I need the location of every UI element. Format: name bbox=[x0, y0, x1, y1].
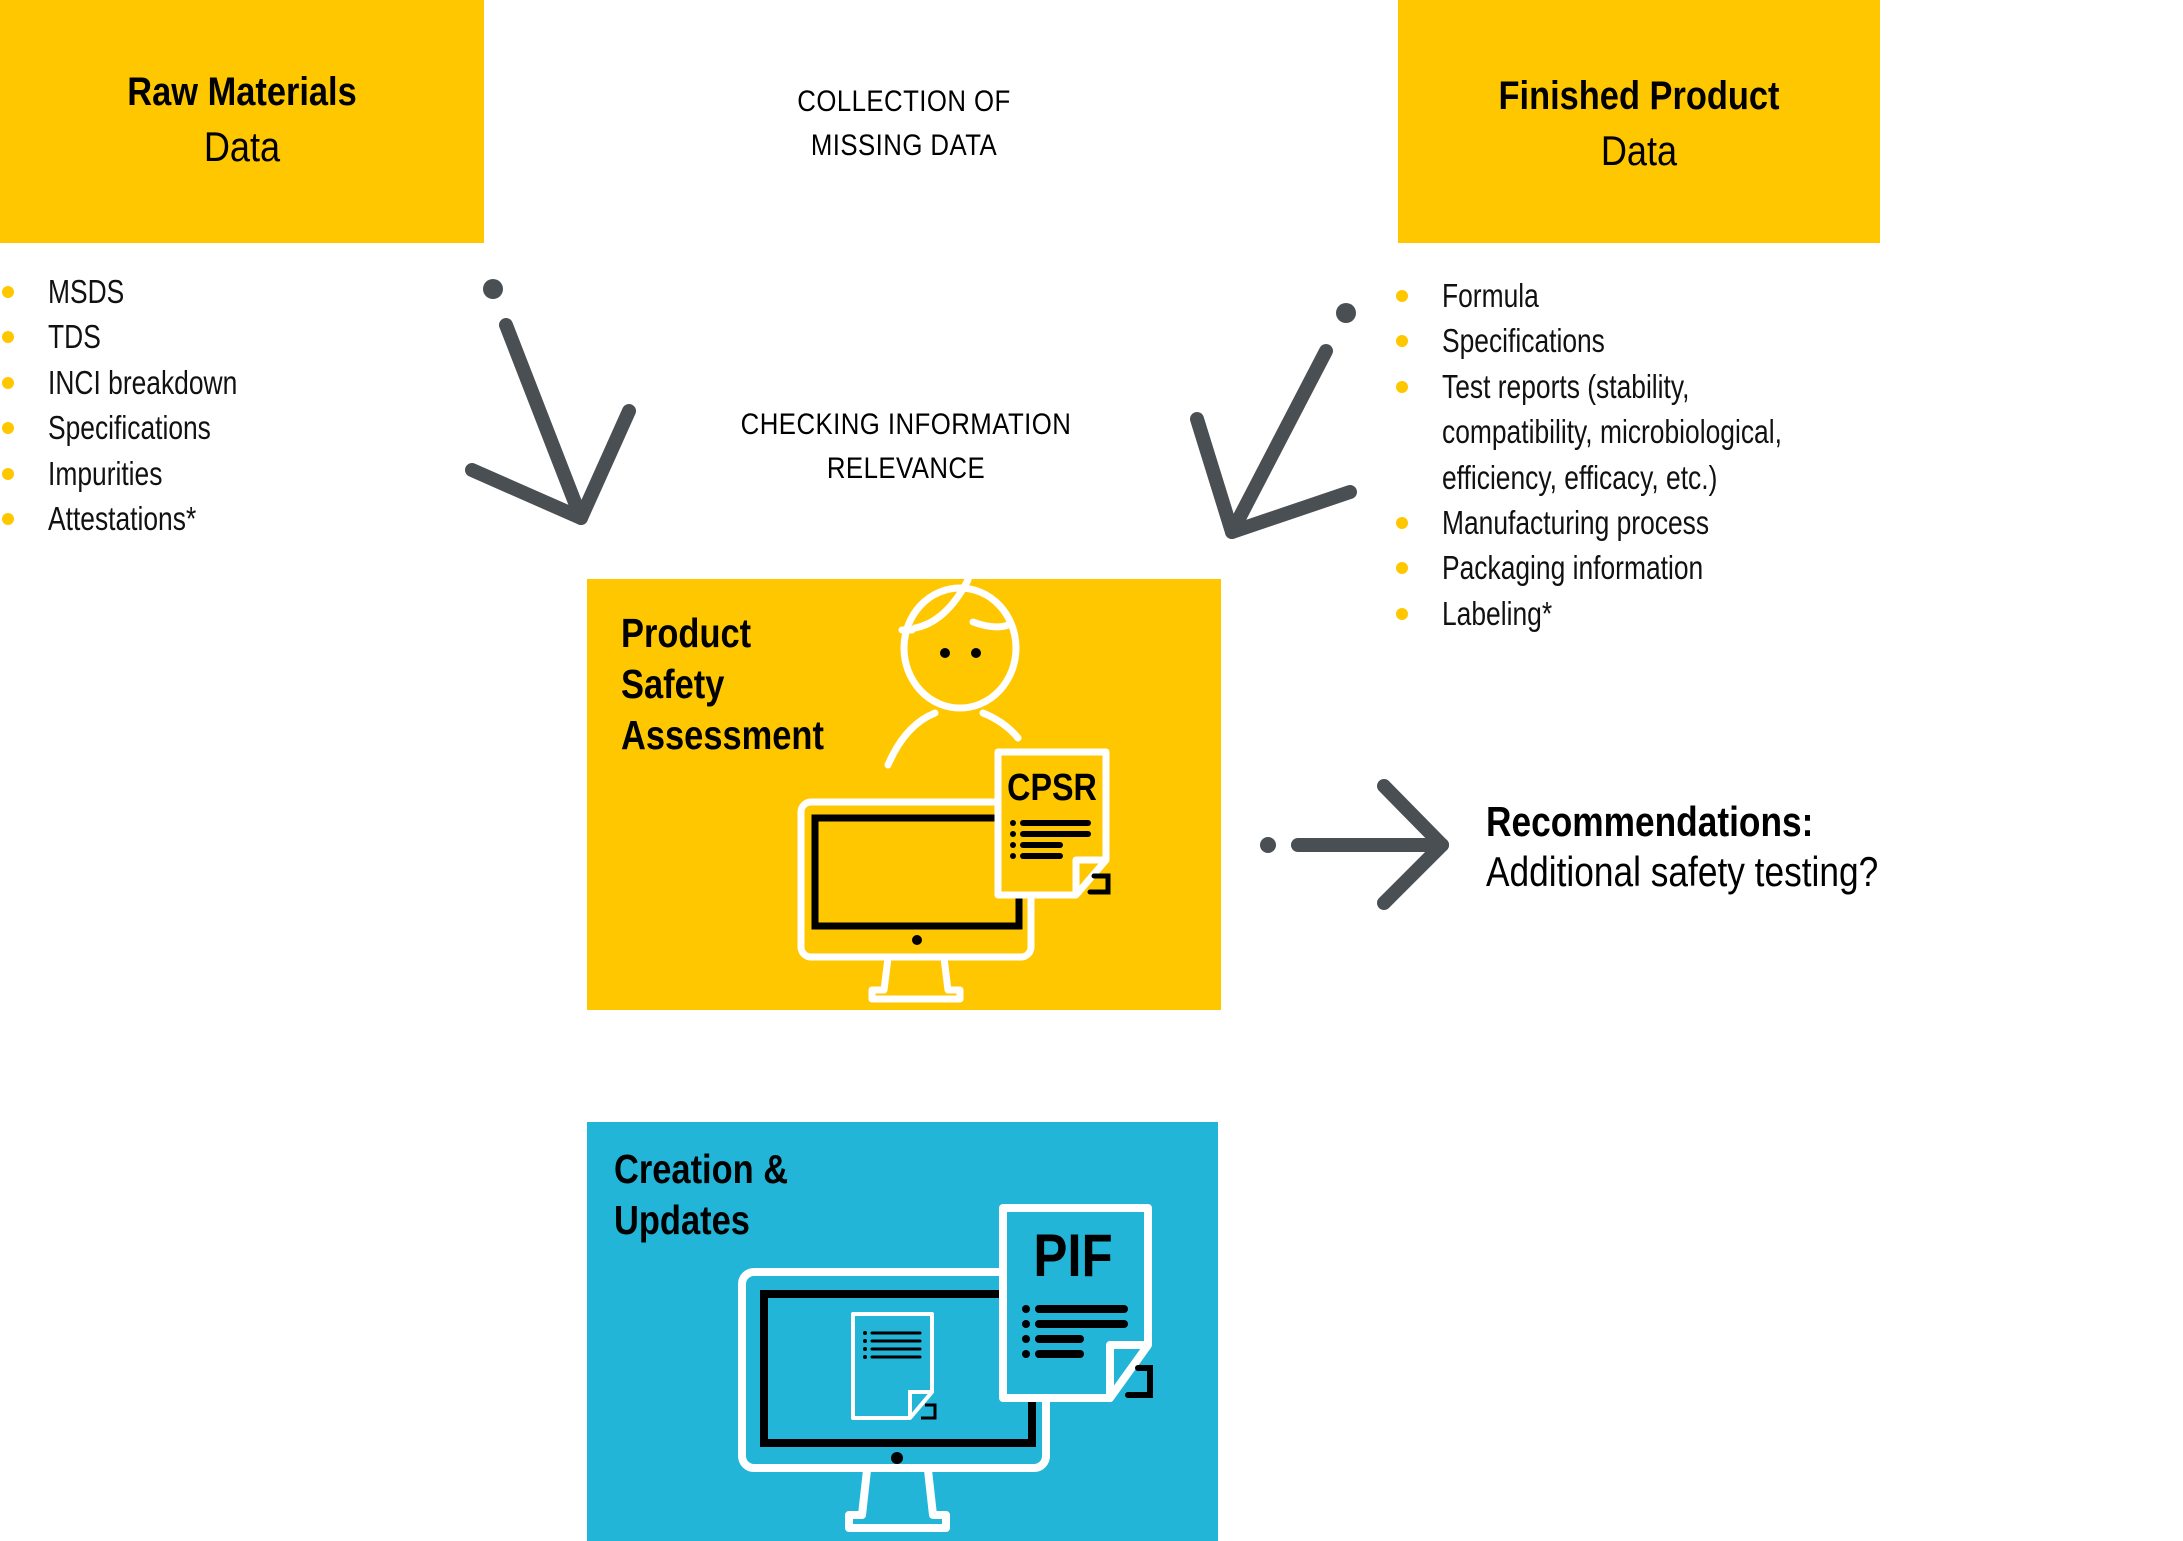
arrow-shaft bbox=[499, 318, 588, 525]
bullet-icon bbox=[2, 376, 14, 389]
arrow-head bbox=[1190, 412, 1357, 539]
arrow-dot bbox=[483, 279, 503, 299]
cpsr-label: CPSR bbox=[1007, 767, 1097, 809]
list-item: Manufacturing process bbox=[1394, 500, 1867, 545]
bullet-icon bbox=[1396, 607, 1408, 620]
bullet-icon bbox=[1396, 335, 1408, 348]
bullet-icon bbox=[1396, 380, 1408, 393]
finished-product-list: Formula Specifications Test reports (sta… bbox=[1394, 273, 1867, 636]
raw-materials-title-bold: Raw Materials bbox=[127, 70, 357, 114]
collection-label-line-2: MISSING DATA bbox=[810, 129, 998, 162]
bullet-icon bbox=[2, 422, 14, 435]
list-item: MSDS bbox=[0, 269, 285, 314]
list-item: Specifications bbox=[1394, 318, 1867, 363]
person-icon bbox=[884, 576, 1022, 769]
arrow-raw-to-assessment bbox=[465, 279, 636, 525]
bullet-icon bbox=[2, 513, 14, 526]
pif-label: PIF bbox=[1033, 1222, 1112, 1289]
bullet-icon bbox=[2, 331, 14, 344]
checking-label-line-1: CHECKING INFORMATION bbox=[740, 408, 1072, 441]
raw-materials-title-regular: Data bbox=[203, 123, 281, 170]
raw-materials-list: MSDS TDS INCI breakdown Specifications I… bbox=[0, 269, 285, 541]
arrow-head bbox=[1377, 779, 1449, 910]
checking-label-line-2: RELEVANCE bbox=[826, 452, 986, 485]
bullet-icon bbox=[2, 286, 14, 298]
recommendations-text: Additional safety testing? bbox=[1486, 848, 1879, 895]
list-item: Labeling* bbox=[1394, 591, 1867, 636]
checking-label: CHECKING INFORMATION RELEVANCE bbox=[691, 403, 1121, 491]
small-document-icon bbox=[851, 1312, 937, 1420]
list-item: INCI breakdown bbox=[0, 360, 285, 405]
arrow-finished-to-assessment bbox=[1190, 303, 1357, 539]
list-item: Specifications bbox=[0, 405, 285, 450]
creation-updates-title: Creation & Updates bbox=[614, 1146, 789, 1243]
list-item: Formula bbox=[1394, 273, 1867, 318]
finished-product-title-regular: Data bbox=[1600, 127, 1678, 174]
finished-product-title-bold: Finished Product bbox=[1498, 74, 1780, 118]
list-item-continuation: efficiency, efficacy, etc.) bbox=[1442, 458, 1718, 496]
list-item-continuation: compatibility, microbiological, bbox=[1442, 413, 1782, 451]
document-icon: PIF bbox=[999, 1204, 1153, 1402]
bullet-icon bbox=[1396, 517, 1408, 530]
raw-materials-box bbox=[0, 0, 484, 243]
arrow-dot bbox=[1336, 303, 1356, 323]
finished-product-title: Finished Product Data bbox=[1398, 72, 1880, 176]
bullet-icon bbox=[2, 467, 14, 480]
collection-label-line-1: COLLECTION OF bbox=[797, 85, 1011, 118]
list-item: Packaging information bbox=[1394, 545, 1867, 590]
bullet-icon bbox=[1396, 290, 1408, 302]
finished-product-box bbox=[1398, 0, 1880, 243]
arrow-dot bbox=[1260, 837, 1276, 853]
list-item: Impurities bbox=[0, 451, 285, 496]
arrow-assessment-to-recommendations bbox=[1260, 779, 1449, 910]
document-icon: CPSR bbox=[994, 748, 1111, 899]
arrow-head bbox=[465, 404, 636, 525]
list-item: TDS bbox=[0, 314, 285, 359]
list-item: Attestations* bbox=[0, 496, 285, 541]
raw-materials-title: Raw Materials Data bbox=[0, 68, 484, 172]
bullet-icon bbox=[1396, 562, 1408, 575]
list-item: Test reports (stability, bbox=[1394, 364, 1867, 409]
recommendations-title: Recommendations: bbox=[1486, 798, 1814, 845]
arrow-shaft bbox=[1225, 344, 1333, 539]
safety-assessment-title: Product Safety Assessment bbox=[621, 610, 824, 758]
collection-label: COLLECTION OF MISSING DATA bbox=[689, 80, 1119, 168]
